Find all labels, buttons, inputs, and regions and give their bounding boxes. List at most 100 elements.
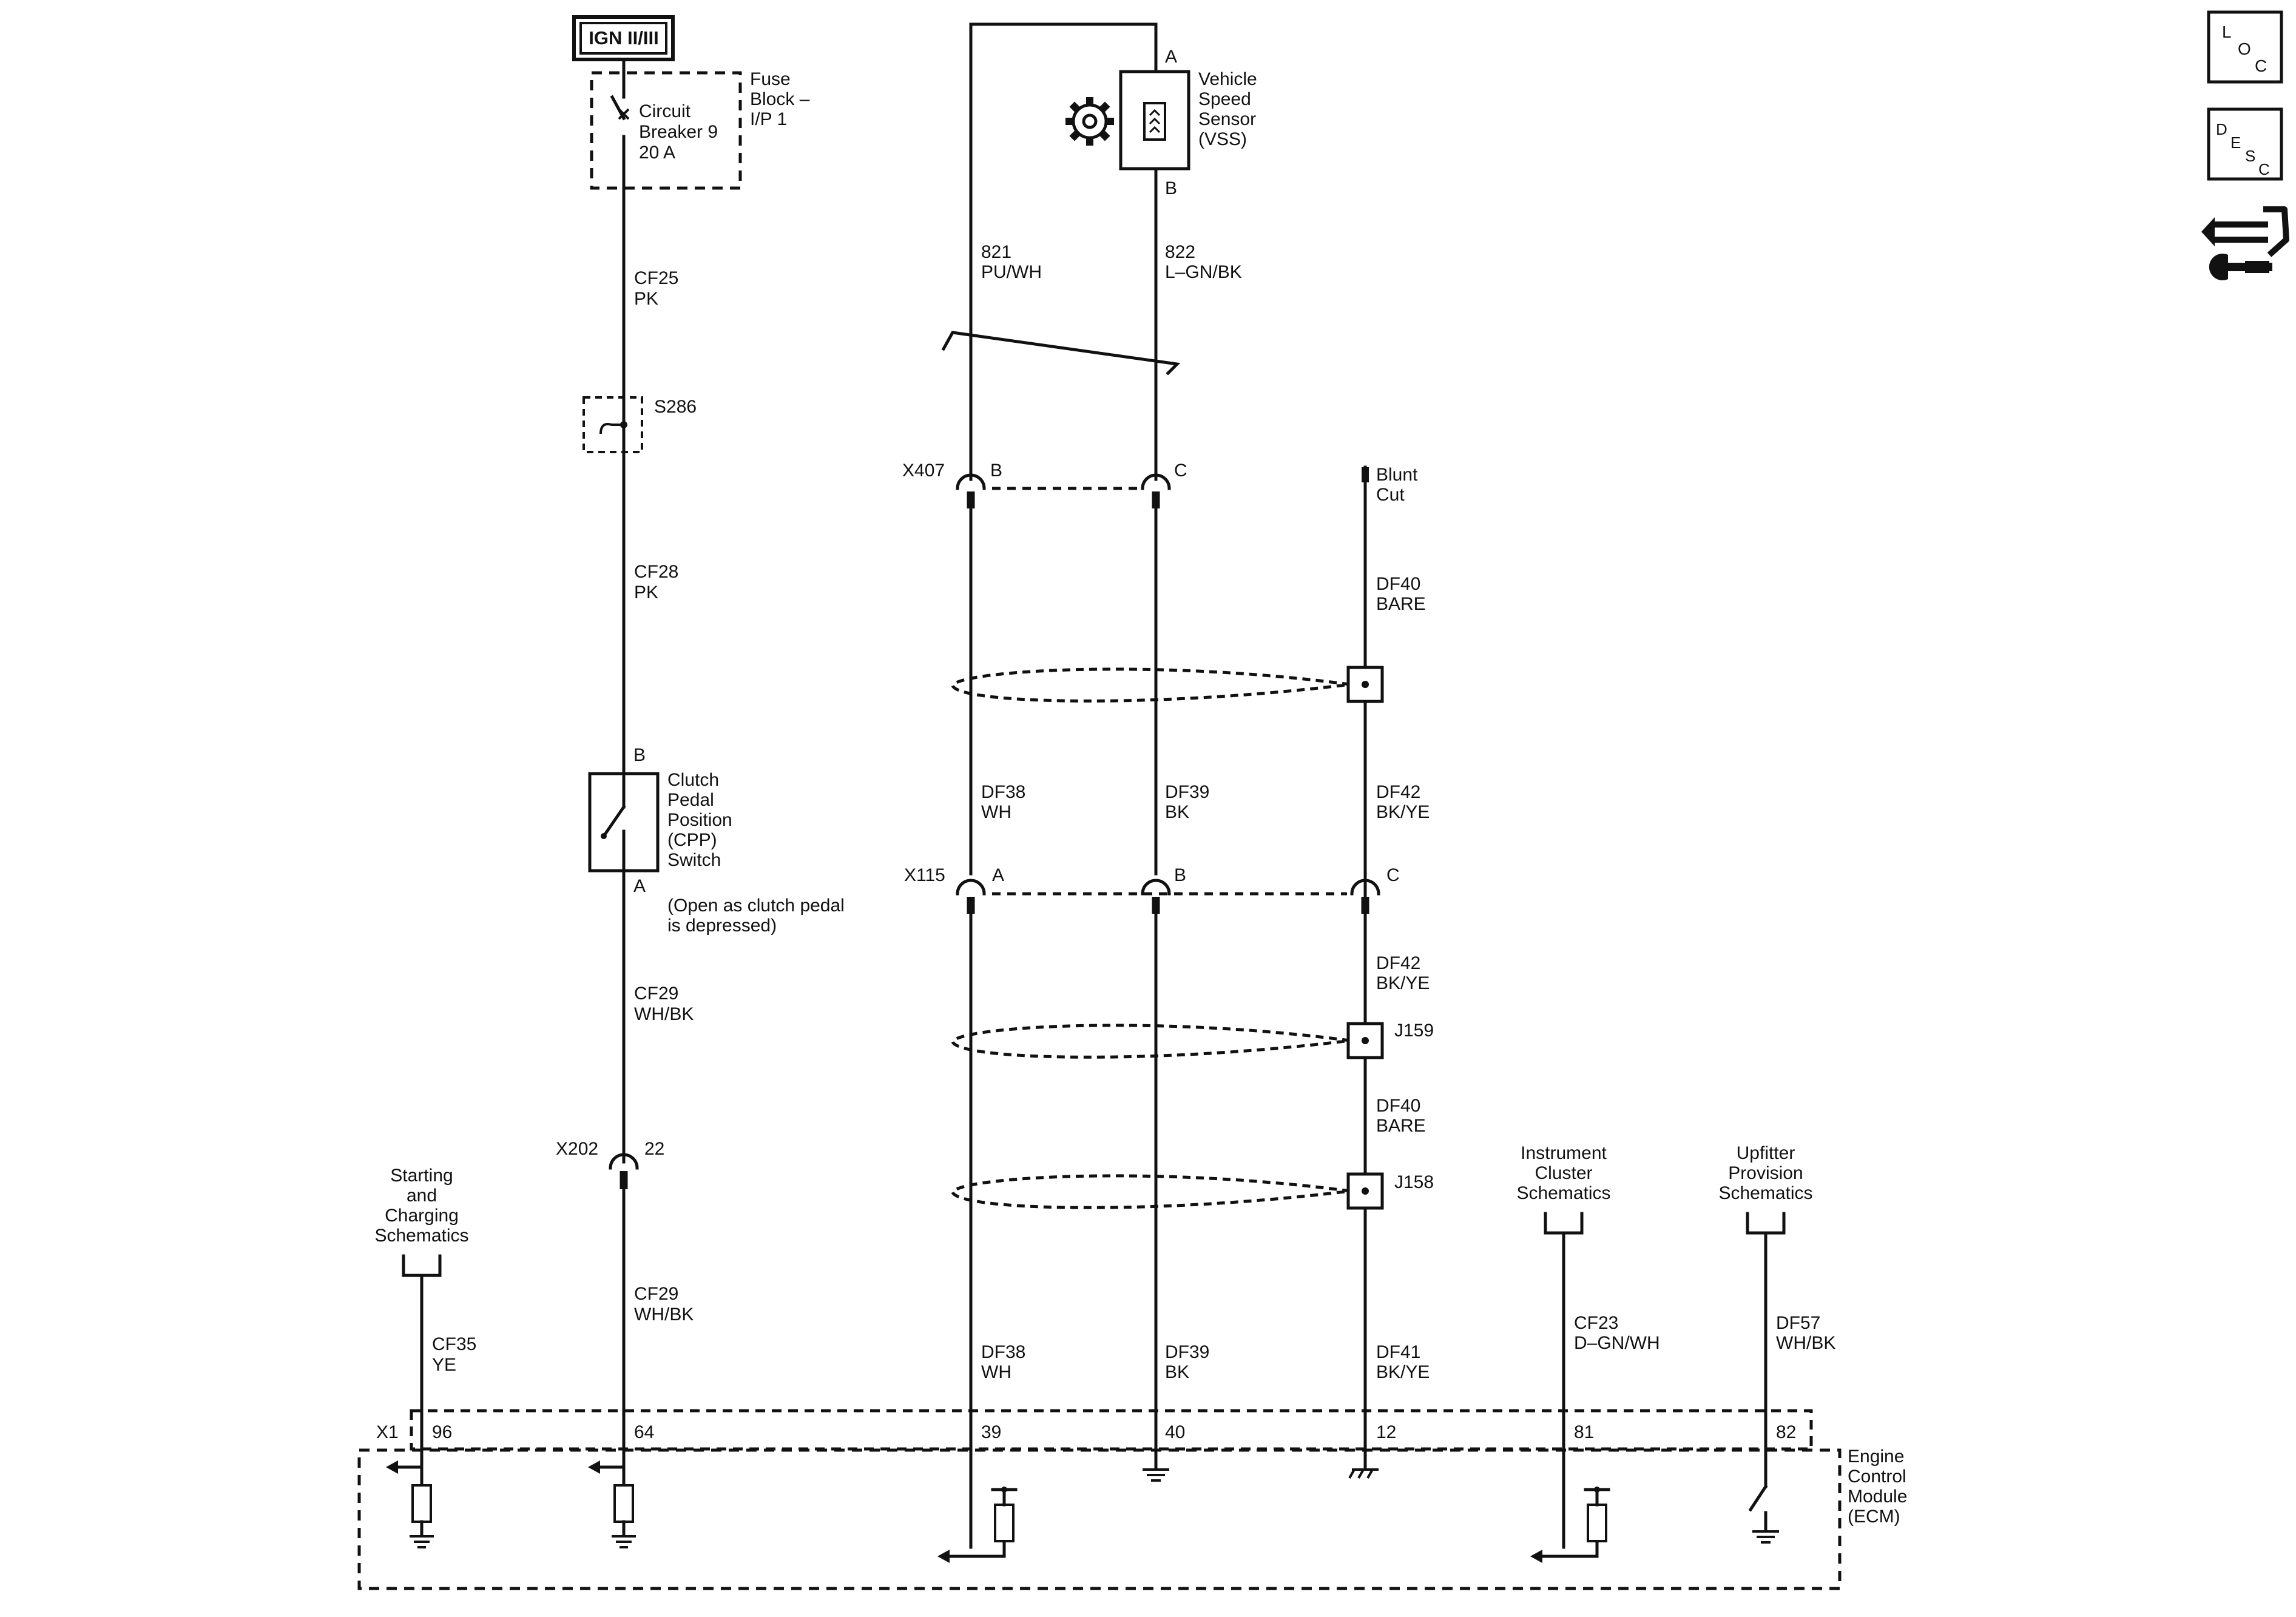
starting-ref-label-3: Charging (385, 1206, 459, 1226)
circuit-breaker-label-2: Breaker 9 (639, 122, 718, 142)
desc-letter-c: C (2258, 160, 2270, 178)
wire-df41-color: BK/YE (1376, 1362, 1430, 1382)
cpp-label-2: Pedal (667, 790, 714, 810)
ign-feed-circuit: IGN II/III Fuse Block – I/P 1 Circuit Br… (556, 15, 845, 1464)
connector-x202-name: X202 (556, 1139, 598, 1159)
cpp-note-2: is depressed) (667, 916, 777, 936)
upfitter-ref-label-1: Upfitter (1737, 1143, 1795, 1163)
fuse-block-label-1: Fuse (750, 69, 791, 89)
wire-df39-upper-color: BK (1165, 802, 1189, 822)
ign-label: IGN II/III (589, 27, 658, 49)
wire-df42-upper-color: BK/YE (1376, 802, 1430, 822)
vss-label-4: (VSS) (1198, 129, 1247, 149)
cpp-label-4: (CPP) (667, 830, 717, 850)
ecm-pin-96: 96 (432, 1422, 452, 1442)
loc-button[interactable]: L O C (2207, 10, 2283, 84)
ecm-pin-39: 39 (981, 1422, 1001, 1442)
instrument-cluster-ref: Instrument Cluster Schematics CF23 D–GN/… (1516, 1143, 1660, 1549)
wire-df39-lower-color: BK (1165, 1362, 1189, 1382)
circuit-breaker-label-1: Circuit (639, 101, 691, 121)
wire-cf28-color: PK (634, 582, 658, 603)
shield-ellipse-lower (951, 1174, 1351, 1209)
wire-cf29-upper-circuit: CF29 (634, 984, 678, 1004)
wire-cf35-color: YE (432, 1355, 456, 1375)
gear-icon (1065, 97, 1114, 146)
circuit-breaker-label-3: 20 A (639, 143, 675, 163)
cpp-pin-a: A (633, 876, 646, 896)
loc-letter-o: O (2238, 39, 2251, 58)
upfitter-provision-ref: Upfitter Provision Schematics DF57 WH/BK (1718, 1143, 1835, 1488)
vss-label-3: Sensor (1198, 109, 1256, 129)
ecm-label-2: Control (1848, 1467, 1906, 1487)
wire-cf29-upper-color: WH/BK (634, 1004, 694, 1024)
upfitter-ref-label-3: Schematics (1718, 1183, 1812, 1203)
desc-button[interactable]: D E S C (2207, 107, 2283, 181)
wire-cf25-color: PK (634, 289, 658, 309)
wire-cf23-circuit: CF23 (1574, 1313, 1618, 1333)
wire-821-color: PU/WH (981, 262, 1042, 282)
wire-df41-circuit: DF41 (1376, 1342, 1420, 1362)
shield-ellipse-upper (951, 667, 1351, 703)
desc-letter-d: D (2216, 120, 2227, 138)
splice-s286-label: S286 (654, 397, 697, 417)
shield-ellipse-middle (951, 1024, 1351, 1059)
loc-letter-c: C (2255, 56, 2267, 75)
wire-df42-upper-circuit: DF42 (1376, 782, 1420, 802)
ecm-label-4: (ECM) (1848, 1507, 1900, 1527)
starting-charging-ref: Starting and Charging Schematics CF35 YE (374, 1166, 476, 1464)
splice-j159-label: J159 (1394, 1021, 1434, 1041)
wire-cf25-circuit: CF25 (634, 268, 678, 288)
instrument-ref-label-1: Instrument (1521, 1143, 1607, 1163)
wire-df38-lower-color: WH (981, 1362, 1011, 1382)
fuse-block-label-3: I/P 1 (750, 109, 787, 129)
starting-ref-label-4: Schematics (374, 1226, 468, 1246)
wire-df57-circuit: DF57 (1776, 1313, 1820, 1333)
wire-822-circuit: 822 (1165, 242, 1195, 262)
connector-repair-icon[interactable] (2201, 206, 2289, 281)
wire-df39-upper-circuit: DF39 (1165, 782, 1209, 802)
ecm-module: X1 96 64 39 40 12 81 82 Engine Control M… (357, 1409, 1907, 1590)
starting-ref-label-2: and (407, 1186, 437, 1206)
wire-df38-upper-color: WH (981, 802, 1011, 822)
loc-letter-l: L (2222, 22, 2232, 41)
blunt-cut-label-2: Cut (1376, 485, 1405, 505)
vss-pin-a: A (1165, 47, 1177, 67)
connector-x407-pin-b: B (990, 461, 1002, 481)
splice-j158-label: J158 (1394, 1172, 1434, 1192)
ecm-pin-12: 12 (1376, 1422, 1396, 1442)
ecm-body-outline (357, 1448, 1842, 1590)
wire-df38-lower-circuit: DF38 (981, 1342, 1025, 1362)
ecm-connector-x1-outline (410, 1409, 1813, 1451)
cpp-label-1: Clutch (667, 770, 719, 790)
vss-circuit: A B Vehicle Speed Sensor (VSS) 82 (902, 22, 1400, 1549)
wire-cf23-color: D–GN/WH (1574, 1333, 1660, 1353)
twisted-pair-symbol (941, 331, 1181, 376)
connector-x115-name: X115 (904, 865, 945, 885)
fuse-block-label-2: Block – (750, 89, 810, 109)
upfitter-ref-label-2: Provision (1728, 1163, 1803, 1183)
wire-df42-lower-circuit: DF42 (1376, 953, 1420, 973)
wire-cf29-lower-circuit: CF29 (634, 1284, 678, 1304)
connector-x202-pin: 22 (644, 1139, 664, 1159)
connector-x115-pin-b: B (1174, 865, 1186, 885)
instrument-ref-label-3: Schematics (1516, 1183, 1610, 1203)
wire-cf29-lower-color: WH/BK (634, 1305, 694, 1325)
ecm-pin-40: 40 (1165, 1422, 1185, 1442)
connector-x407-name: X407 (902, 461, 945, 481)
connector-x115-pin-c: C (1386, 865, 1400, 885)
desc-letter-e: E (2230, 133, 2241, 152)
fuse-block-outline (590, 71, 742, 190)
wire-df40-lower-circuit: DF40 (1376, 1096, 1420, 1116)
wire-cf28-circuit: CF28 (634, 562, 678, 582)
connector-x115-pin-a: A (992, 865, 1004, 885)
ecm-connector-name: X1 (376, 1422, 399, 1442)
desc-letter-s: S (2245, 147, 2255, 165)
wire-df38-upper-circuit: DF38 (981, 782, 1025, 802)
cpp-label-3: Position (667, 810, 732, 830)
wire-df40-upper-circuit: DF40 (1376, 574, 1420, 594)
wire-df57-color: WH/BK (1776, 1333, 1835, 1353)
drain-wire-circuit: Blunt Cut DF40 BARE DF42 BK/YE DF42 BK/Y… (1346, 465, 1434, 1464)
wire-821-circuit: 821 (981, 242, 1011, 262)
ecm-pin-82: 82 (1776, 1422, 1796, 1442)
wire-df42-lower-color: BK/YE (1376, 973, 1430, 993)
